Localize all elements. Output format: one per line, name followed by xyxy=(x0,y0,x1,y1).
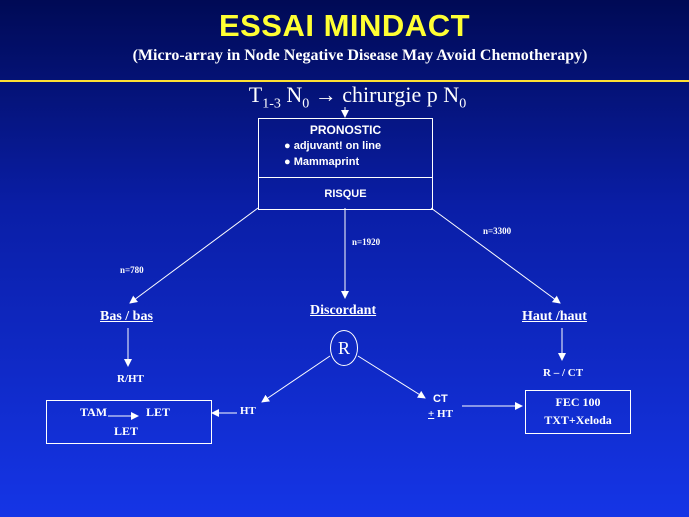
page-title: ESSAI MINDACT xyxy=(218,8,471,43)
fec-label: FEC 100 xyxy=(555,395,601,409)
tam-let-box xyxy=(46,400,212,444)
title-rule xyxy=(0,80,689,82)
let-label-2: LET xyxy=(114,424,139,438)
pronostic-bullet-2: ● Mammaprint xyxy=(284,156,360,168)
randomisation-circle: R xyxy=(330,330,358,366)
pronostic-box xyxy=(258,118,433,210)
arrow-r-to-ct xyxy=(357,355,426,399)
arrow-r-to-ht xyxy=(261,355,331,403)
branch-haut: Haut /haut xyxy=(522,309,587,324)
ht-label: HT xyxy=(240,405,256,417)
n-left-label: n=780 xyxy=(120,265,144,275)
arrow-to-bas xyxy=(129,207,259,304)
fec-box xyxy=(525,390,631,434)
stage-line: T1-3 N0 → chirurgie p N0 xyxy=(248,82,467,112)
pronostic-divider xyxy=(258,177,433,178)
bullet-dot-icon: ● xyxy=(284,140,291,152)
pronostic-title: PRONOSTIC xyxy=(309,123,382,137)
treatment-rct: R – / CT xyxy=(543,367,584,379)
bullet-dot-icon: ● xyxy=(284,156,291,168)
page-subtitle: (Micro-array in Node Negative Disease Ma… xyxy=(132,47,588,64)
treatment-rht: R/HT xyxy=(117,373,144,385)
txt-xeloda-label: TXT+Xeloda xyxy=(544,413,612,427)
n-middle-label: n=1920 xyxy=(352,237,381,247)
ct-label: CT xyxy=(433,393,448,405)
pronostic-bullet-1: ● adjuvant! on line xyxy=(284,140,382,152)
branch-bas: Bas / bas xyxy=(100,309,153,324)
risque-label: RISQUE xyxy=(324,188,367,200)
branch-discordant: Discordant xyxy=(310,303,377,318)
tam-label: TAM xyxy=(80,405,108,419)
n-right-label: n=3300 xyxy=(483,226,512,236)
arrow-to-haut xyxy=(430,207,561,304)
plus-ht-label: + HT xyxy=(428,408,453,420)
let-label-1: LET xyxy=(146,405,171,419)
arrow-right-icon: → xyxy=(314,82,337,107)
